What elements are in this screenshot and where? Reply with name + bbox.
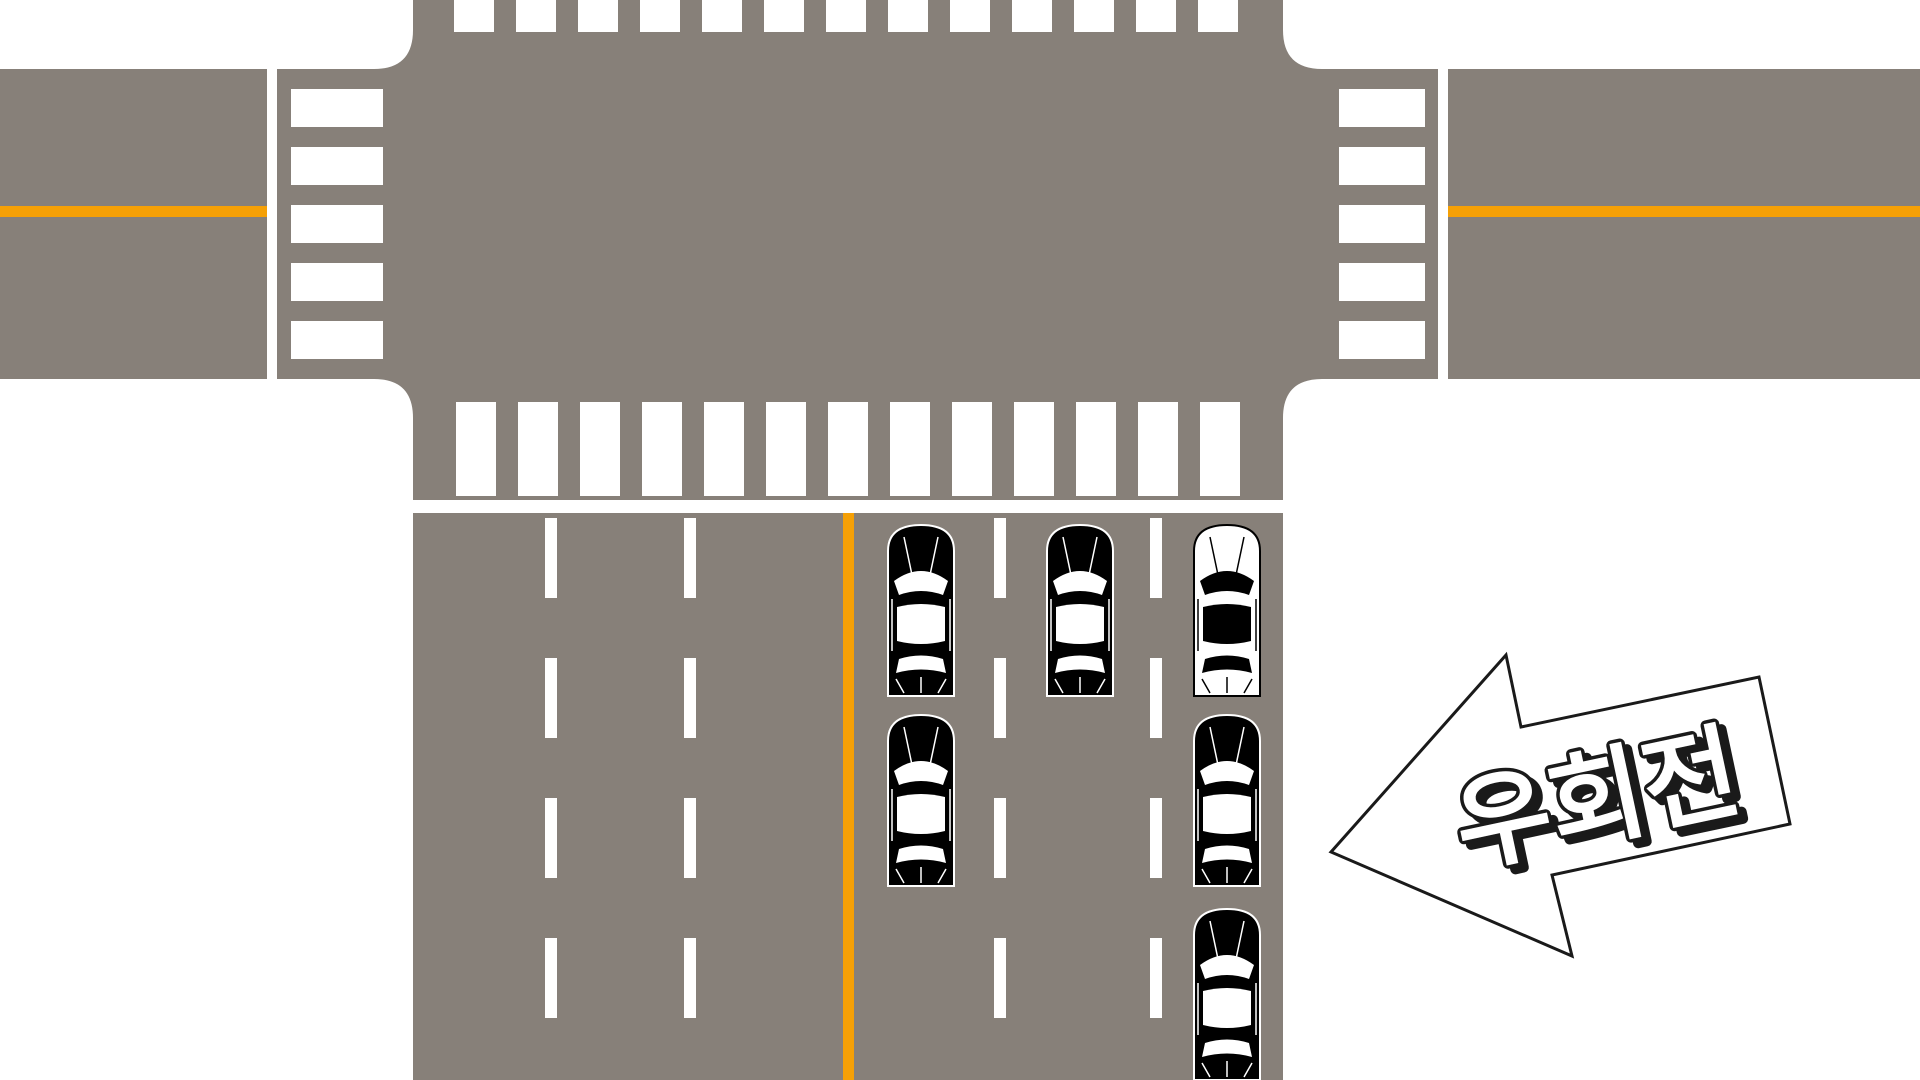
crosswalk-stripe	[1014, 402, 1054, 496]
crosswalk-stripe	[1012, 0, 1052, 32]
lane-dash	[684, 938, 696, 1018]
crosswalk-stripe	[890, 402, 930, 496]
crosswalk-stripe	[1200, 402, 1240, 496]
crosswalk-stripe	[1198, 0, 1238, 32]
black-car-icon	[1046, 524, 1114, 697]
stop-line	[413, 500, 1283, 513]
crosswalk-west	[291, 89, 383, 359]
lane-dash	[545, 938, 557, 1018]
west-center-line	[0, 206, 267, 217]
crosswalk-stripe	[516, 0, 556, 32]
crosswalk-stripe	[580, 402, 620, 496]
crosswalk-stripe	[291, 205, 383, 243]
crosswalk-stripe	[1138, 402, 1178, 496]
crosswalk-stripe	[826, 0, 866, 32]
west-road-outer	[0, 69, 267, 379]
crosswalk-stripe	[1074, 0, 1114, 32]
crosswalk-stripe	[888, 0, 928, 32]
lane-dash	[545, 798, 557, 878]
lane-dash	[1150, 798, 1162, 878]
crosswalk-stripe	[828, 402, 868, 496]
lane-dash	[1150, 658, 1162, 738]
crosswalk-east	[1339, 89, 1425, 359]
crosswalk-stripe	[291, 147, 383, 185]
south-center-line	[843, 513, 854, 1080]
intersection-square	[277, 0, 1438, 500]
crosswalk-stripe	[1339, 263, 1425, 301]
white-car-icon	[1193, 524, 1261, 697]
lane-dash	[1150, 518, 1162, 598]
crosswalk-stripe	[1076, 402, 1116, 496]
east-road-outer	[1448, 69, 1920, 379]
crosswalk-stripe	[578, 0, 618, 32]
lane-dash	[545, 658, 557, 738]
crosswalk-stripe	[764, 0, 804, 32]
crosswalk-stripe	[642, 402, 682, 496]
crosswalk-stripe	[1136, 0, 1176, 32]
lane-dash	[684, 518, 696, 598]
crosswalk-stripe	[456, 402, 496, 496]
crosswalk-stripe	[454, 0, 494, 32]
crosswalk-stripe	[1339, 147, 1425, 185]
crosswalk-south	[456, 402, 1240, 496]
lane-dash	[994, 798, 1006, 878]
crosswalk-stripe	[291, 89, 383, 127]
east-center-line	[1448, 206, 1920, 217]
lane-dash	[994, 518, 1006, 598]
black-car-icon	[887, 524, 955, 697]
crosswalk-north	[454, 0, 1238, 32]
black-car-icon	[887, 714, 955, 887]
lane-dash	[545, 518, 557, 598]
crosswalk-stripe	[766, 402, 806, 496]
crosswalk-stripe	[518, 402, 558, 496]
crosswalk-stripe	[291, 263, 383, 301]
black-car-icon	[1193, 714, 1261, 887]
lane-dash	[684, 658, 696, 738]
crosswalk-stripe	[1339, 205, 1425, 243]
crosswalk-stripe	[1339, 89, 1425, 127]
lane-dash	[994, 938, 1006, 1018]
crosswalk-stripe	[640, 0, 680, 32]
lane-dash	[994, 658, 1006, 738]
crosswalk-stripe	[950, 0, 990, 32]
lane-markings	[545, 518, 1162, 1018]
crosswalk-stripe	[702, 0, 742, 32]
lane-dash	[1150, 938, 1162, 1018]
center-lines	[0, 206, 1920, 1080]
left-arrow-icon	[1328, 651, 1792, 959]
crosswalk-stripe	[952, 402, 992, 496]
black-car-icon	[1193, 908, 1261, 1080]
crosswalk-stripe	[704, 402, 744, 496]
crosswalk-stripe	[291, 321, 383, 359]
crosswalk-stripe	[1339, 321, 1425, 359]
lane-dash	[684, 798, 696, 878]
